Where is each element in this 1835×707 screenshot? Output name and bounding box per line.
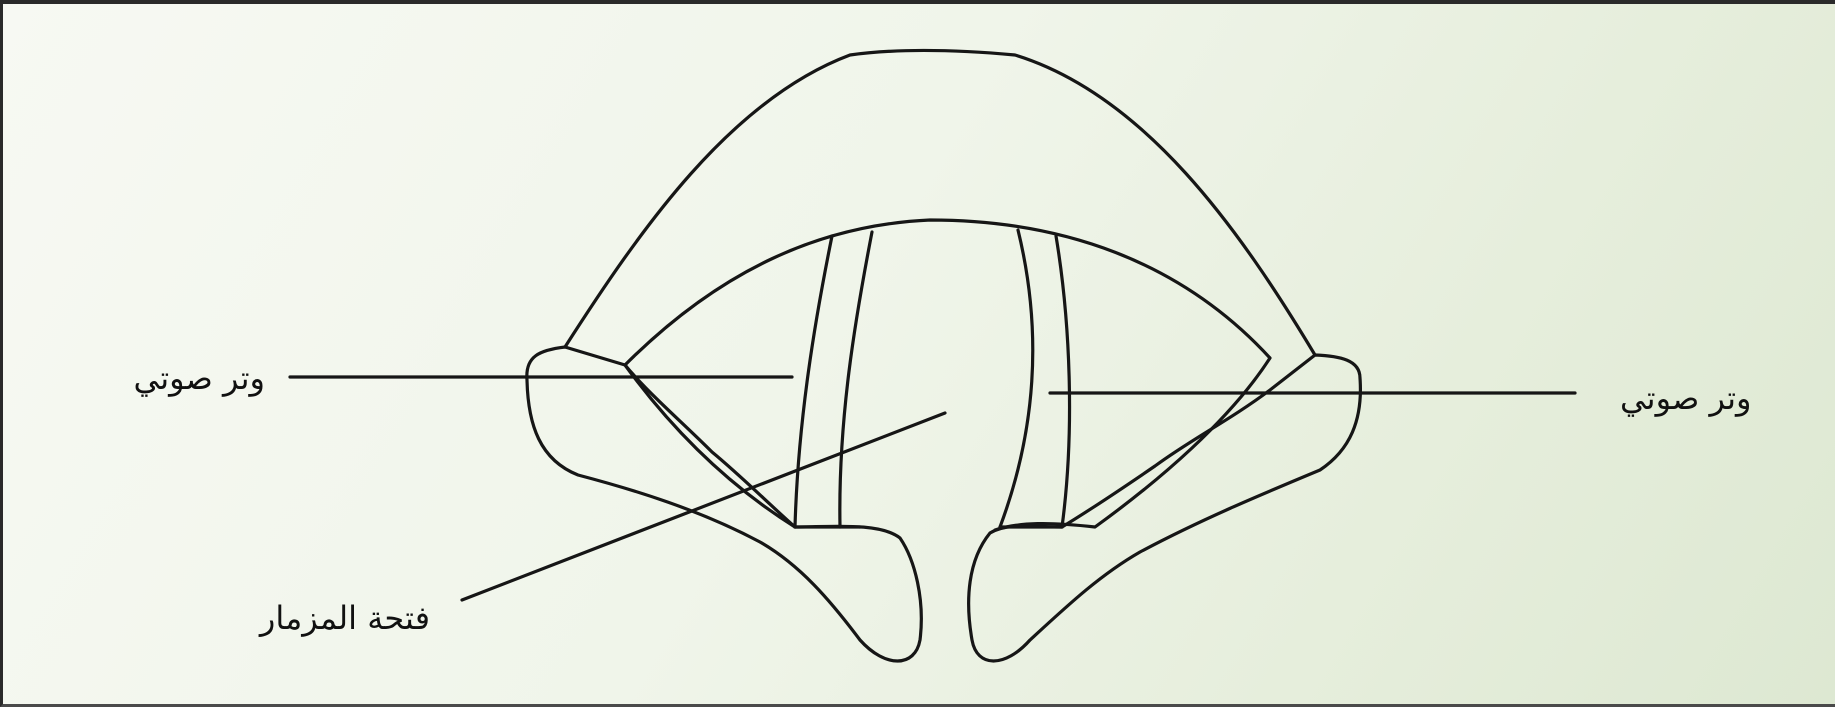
right-vocal-cord-outer — [1056, 236, 1070, 527]
left-cartilage — [527, 347, 921, 661]
left-vocal-cord-inner — [840, 232, 872, 527]
label-vocal-cord-left: وتر صوتي — [134, 362, 265, 394]
label-vocal-cord-right: وتر صوتي — [1620, 382, 1751, 414]
leader-line-glottis — [462, 413, 945, 600]
right-vocal-cord-inner — [1000, 230, 1033, 527]
right-cartilage — [969, 355, 1361, 661]
inner-lens — [625, 220, 1270, 530]
left-vocal-cord-outer — [795, 236, 832, 527]
outer-arch — [565, 50, 1315, 355]
label-glottis: فتحة المزمار — [260, 602, 430, 634]
